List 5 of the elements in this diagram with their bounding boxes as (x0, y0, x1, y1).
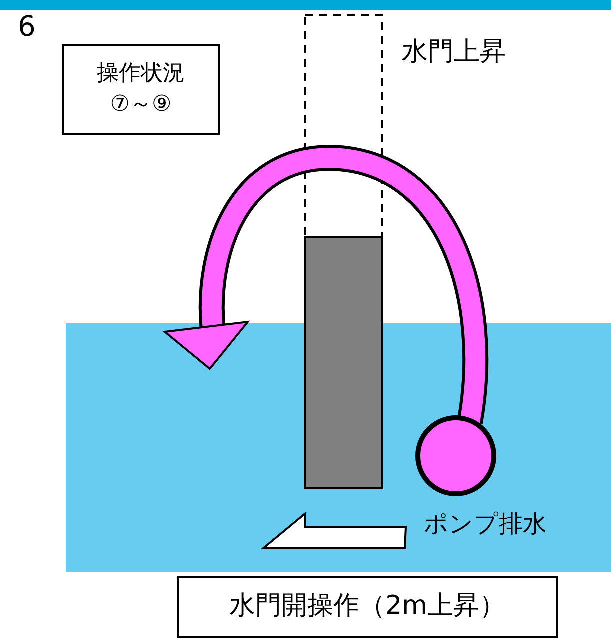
pump-label: ポンプ排水 (424, 509, 547, 540)
gate-label: 水門上昇 (402, 36, 506, 69)
text-box: 操作状況 ⑦～⑨ (62, 44, 220, 135)
text-box: 水門開操作（2m上昇） (177, 576, 558, 638)
figure-number: 6 (18, 10, 36, 43)
